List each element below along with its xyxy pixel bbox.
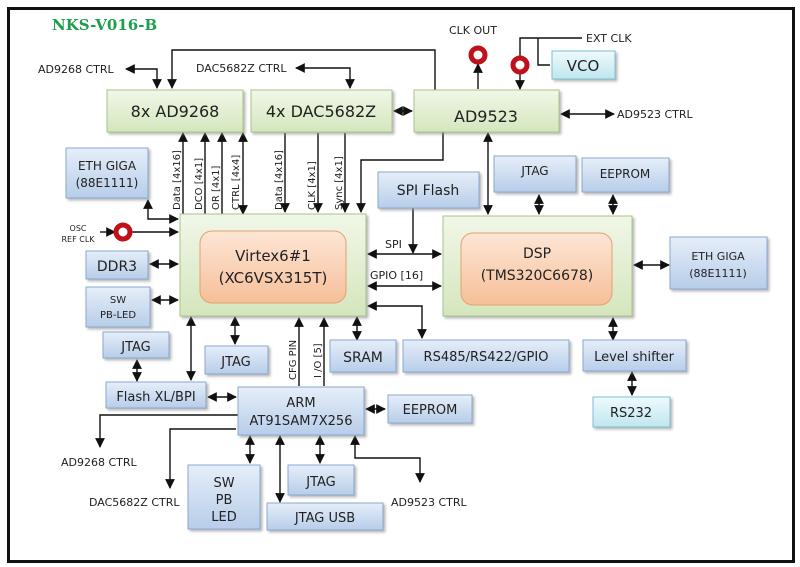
label-ad9523-ctrl-bottom: AD9523 CTRL [391, 496, 468, 509]
svg-text:(88E1111): (88E1111) [76, 176, 139, 190]
label-ad9268-ctrl-bottom: AD9268 CTRL [61, 456, 138, 469]
svg-text:SRAM: SRAM [343, 350, 383, 366]
label-ad9268-ctrl-top: AD9268 CTRL [38, 63, 115, 76]
block-sw-pb-led-bottom: SW PB LED [187, 464, 261, 530]
svg-text:Level shifter: Level shifter [594, 350, 675, 365]
svg-text:LED: LED [211, 510, 236, 525]
wire-ad9523-virtex [356, 132, 444, 213]
wire-arm-ad9523-ctrl [350, 435, 425, 483]
label-dac-data: Data [4x16] [274, 150, 285, 210]
svg-text:RS485/RS422/GPIO: RS485/RS422/GPIO [424, 350, 549, 365]
svg-text:AT91SAM7X256: AT91SAM7X256 [250, 414, 353, 429]
connectors [113, 45, 530, 242]
block-rs485: RS485/RS422/GPIO [402, 339, 570, 373]
svg-text:DSP: DSP [523, 246, 551, 262]
diagram-title: NKS-V016-B [52, 16, 157, 34]
block-dsp: DSP (TMS320C6678) [442, 215, 633, 317]
block-vco: VCO [551, 50, 616, 80]
label-ref-clk: REF CLK [61, 235, 95, 244]
block-sram: SRAM [329, 339, 397, 373]
svg-text:ETH GIGA: ETH GIGA [78, 159, 137, 173]
label-clk-out: CLK OUT [449, 24, 497, 37]
block-jtag-dsp: JTAG [493, 155, 577, 193]
svg-text:SW: SW [110, 295, 126, 306]
svg-text:PB-LED: PB-LED [100, 310, 136, 321]
svg-text:SW: SW [213, 476, 234, 491]
label-ext-clk: EXT CLK [586, 32, 632, 45]
wire-eth-left [143, 199, 179, 224]
svg-text:JTAG: JTAG [120, 340, 151, 355]
svg-text:JTAG: JTAG [520, 164, 548, 178]
svg-text:(88E1111): (88E1111) [689, 267, 747, 280]
wire-dac-ctrl [295, 63, 355, 89]
svg-text:EEPROM: EEPROM [403, 403, 458, 418]
block-jtag-usb: JTAG USB [266, 502, 384, 531]
label-adc-ctrl: CTRL [4x4] [231, 155, 242, 210]
connections [95, 37, 670, 503]
svg-text:JTAG: JTAG [220, 355, 251, 370]
block-flash-xl-bpi: Flash XL/BPI [105, 381, 207, 409]
svg-text:8x AD9268: 8x AD9268 [131, 102, 220, 121]
block-sw-pb-led-top: SW PB-LED [85, 286, 151, 328]
label-dac-ctrl-top: DAC5682Z CTRL [196, 62, 287, 75]
osc-connector-icon [113, 222, 133, 242]
block-dac5682z: 4x DAC5682Z [250, 89, 393, 133]
block-jtag-fpga: JTAG [204, 345, 269, 375]
label-cfg-pin: CFG PIN [288, 340, 299, 380]
svg-text:Flash XL/BPI: Flash XL/BPI [116, 390, 195, 405]
svg-text:DDR3: DDR3 [97, 259, 137, 275]
label-ad9523-ctrl-right: AD9523 CTRL [617, 108, 694, 121]
block-virtex6: Virtex6#1 (XC6VSX315T) [179, 213, 367, 317]
svg-text:ARM: ARM [286, 396, 315, 411]
wire-ad9523-to-ad9268 [167, 49, 436, 93]
label-spi: SPI [385, 238, 402, 251]
label-gpio16: GPIO [16] [370, 269, 423, 282]
label-dac-clk: CLK [4x1] [307, 161, 318, 210]
wire-arm-dac-ctrl [165, 428, 236, 489]
svg-text:JTAG: JTAG [305, 475, 336, 490]
wire-ad9268-ctrl [125, 64, 162, 89]
block-eth-giga-left: ETH GIGA (88E1111) [65, 147, 149, 199]
label-osc: OSC [70, 224, 87, 233]
svg-text:4x DAC5682Z: 4x DAC5682Z [266, 102, 376, 121]
block-rs232: RS232 [592, 396, 671, 428]
block-eeprom-dsp: EEPROM [581, 157, 670, 193]
svg-text:(TMS320C6678): (TMS320C6678) [481, 268, 594, 284]
ext-clk-connector-icon [510, 55, 530, 75]
wire-rs485 [367, 301, 427, 339]
label-adc-data: Data [4x16] [172, 150, 183, 210]
svg-text:EEPROM: EEPROM [600, 167, 651, 181]
svg-text:RS232: RS232 [610, 406, 652, 421]
block-eeprom-arm: EEPROM [387, 394, 473, 424]
svg-text:PB: PB [216, 493, 233, 508]
block-spi-flash: SPI Flash [377, 171, 480, 209]
label-adc-or: OR [4x1] [211, 165, 222, 210]
svg-text:ETH GIGA: ETH GIGA [691, 250, 745, 263]
svg-text:(XC6VSX315T): (XC6VSX315T) [219, 269, 328, 287]
wire-ext-clk [519, 37, 582, 58]
label-io5: I /O [5] [313, 343, 324, 378]
label-dac-sync: Sync [4x1] [334, 156, 345, 210]
block-jtag-left: JTAG [102, 331, 170, 359]
wire-vco [537, 38, 550, 66]
block-eth-giga-right: ETH GIGA (88E1111) [669, 236, 768, 290]
svg-text:Virtex6#1: Virtex6#1 [235, 247, 311, 265]
svg-text:AD9523: AD9523 [454, 107, 518, 126]
svg-text:VCO: VCO [567, 57, 600, 75]
svg-text:SPI Flash: SPI Flash [397, 183, 460, 199]
label-adc-dco: DCO [4x1] [194, 158, 205, 210]
svg-text:JTAG USB: JTAG USB [294, 511, 355, 526]
wire-arm-ad9268-ctrl [95, 414, 238, 448]
block-arm: ARM AT91SAM7X256 [237, 386, 365, 436]
clk-out-connector-icon [468, 45, 488, 65]
label-dac-ctrl-bottom: DAC5682Z CTRL [89, 496, 180, 509]
block-jtag-arm: JTAG [287, 464, 355, 496]
block-ddr3: DDR3 [85, 250, 149, 280]
block-ad9268: 8x AD9268 [106, 89, 244, 133]
block-ad9523: AD9523 [413, 89, 560, 133]
block-level-shifter: Level shifter [582, 339, 687, 372]
